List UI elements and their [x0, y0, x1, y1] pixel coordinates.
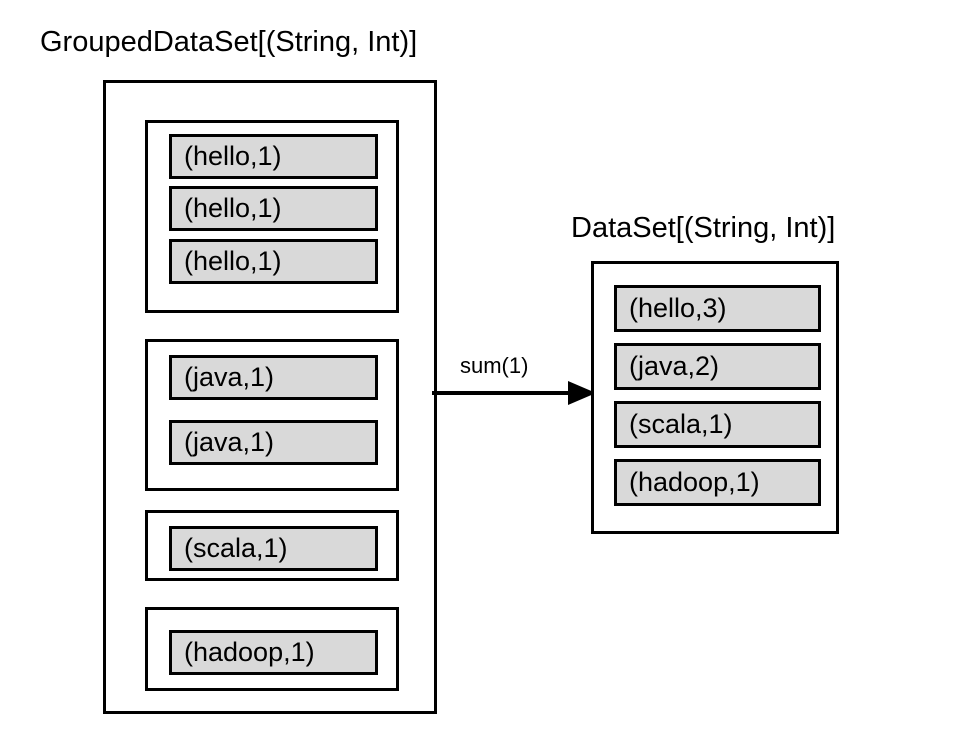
dataset-title: DataSet[(String, Int)]	[571, 212, 836, 244]
grouped-dataset-title: GroupedDataSet[(String, Int)]	[40, 26, 418, 58]
record-chip: (scala,1)	[169, 526, 378, 571]
group-box-java: (java,1) (java,1)	[145, 339, 399, 491]
grouped-dataset-container: (hello,1) (hello,1) (hello,1) (java,1) (…	[103, 80, 437, 714]
record-chip: (scala,1)	[614, 401, 821, 448]
record-chip: (hello,1)	[169, 134, 378, 179]
group-box-hadoop: (hadoop,1)	[145, 607, 399, 691]
record-chip: (hadoop,1)	[169, 630, 378, 675]
record-chip: (hadoop,1)	[614, 459, 821, 506]
record-chip: (hello,1)	[169, 239, 378, 284]
record-chip: (hello,3)	[614, 285, 821, 332]
group-box-scala: (scala,1)	[145, 510, 399, 581]
record-chip: (java,1)	[169, 355, 378, 400]
group-box-hello: (hello,1) (hello,1) (hello,1)	[145, 120, 399, 313]
dataset-container: (hello,3) (java,2) (scala,1) (hadoop,1)	[591, 261, 839, 534]
record-chip: (hello,1)	[169, 186, 378, 231]
record-chip: (java,2)	[614, 343, 821, 390]
record-chip: (java,1)	[169, 420, 378, 465]
transform-label: sum(1)	[460, 353, 529, 378]
right-arrow-icon	[432, 381, 596, 405]
